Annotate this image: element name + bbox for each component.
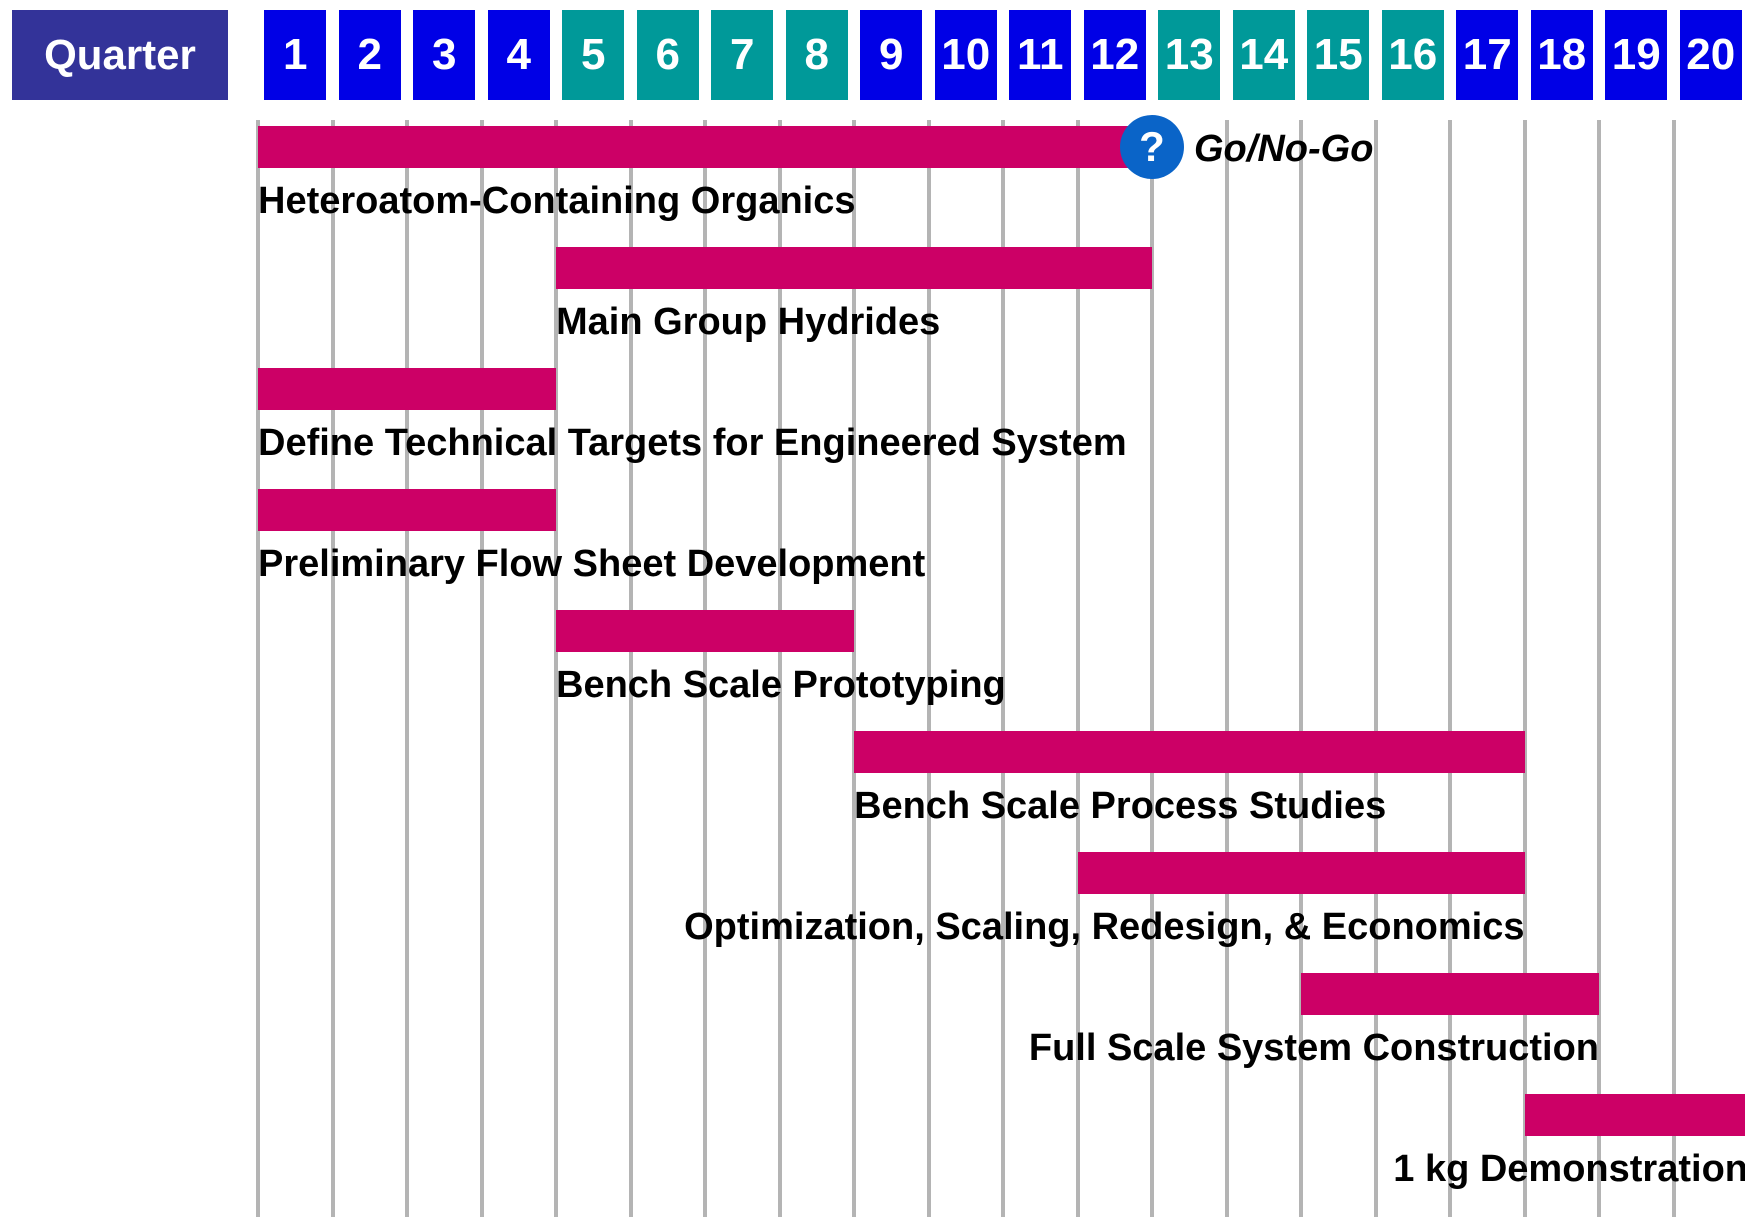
task-label: Bench Scale Prototyping (556, 664, 1006, 706)
quarter-cell-11: 11 (1009, 10, 1072, 100)
quarter-cell-5: 5 (562, 10, 625, 100)
task-label: Main Group Hydrides (556, 301, 941, 343)
task-label: 1 kg Demonstration (1393, 1148, 1745, 1190)
quarter-cell-10: 10 (934, 10, 997, 100)
quarter-cell-6: 6 (636, 10, 699, 100)
gridline (628, 120, 633, 1217)
task-label: Optimization, Scaling, Redesign, & Econo… (684, 906, 1525, 948)
task-label: Define Technical Targets for Engineered … (258, 422, 1127, 464)
gridline (1373, 120, 1378, 1217)
gridline (1224, 120, 1229, 1217)
quarter-cell-14: 14 (1232, 10, 1295, 100)
task-bar (854, 731, 1525, 773)
quarter-cell-3: 3 (413, 10, 476, 100)
quarter-cell-19: 19 (1605, 10, 1668, 100)
gridline (1671, 120, 1676, 1217)
task-bar (556, 247, 1152, 289)
quarter-header-label: Quarter (12, 10, 228, 100)
quarter-cell-9: 9 (860, 10, 923, 100)
task-label: Bench Scale Process Studies (854, 785, 1387, 827)
gridline (1150, 120, 1154, 1217)
quarter-cell-17: 17 (1456, 10, 1519, 100)
gridline (703, 120, 707, 1217)
task-bar (258, 126, 1152, 168)
gridline (554, 120, 558, 1217)
task-label: Heteroatom-Containing Organics (258, 180, 856, 222)
gridline (1448, 120, 1452, 1217)
task-bar (1301, 973, 1599, 1015)
quarter-cell-13: 13 (1158, 10, 1221, 100)
milestone-label: Go/No-Go (1194, 128, 1374, 170)
quarter-cell-2: 2 (338, 10, 401, 100)
gridline (1299, 120, 1303, 1217)
gridline (1001, 120, 1005, 1217)
quarter-cell-1: 1 (264, 10, 327, 100)
quarter-cell-15: 15 (1307, 10, 1370, 100)
quarter-cell-7: 7 (711, 10, 774, 100)
gridline (852, 120, 856, 1217)
milestone-question-icon: ? (1120, 115, 1184, 179)
gridline (405, 120, 409, 1217)
gridline (777, 120, 782, 1217)
task-bar (1524, 1094, 1745, 1136)
gridline (479, 120, 484, 1217)
quarter-cell-4: 4 (487, 10, 550, 100)
quarter-cell-16: 16 (1381, 10, 1444, 100)
gridline (1075, 120, 1080, 1217)
gridline (330, 120, 335, 1217)
gridline (1597, 120, 1601, 1217)
quarter-cell-20: 20 (1679, 10, 1742, 100)
task-bar (556, 610, 854, 652)
quarter-cell-18: 18 (1530, 10, 1593, 100)
gridline (256, 120, 260, 1217)
task-bar (258, 368, 556, 410)
quarter-cell-8: 8 (785, 10, 848, 100)
gridline (1522, 120, 1527, 1217)
task-label: Full Scale System Construction (1028, 1027, 1599, 1069)
task-bar (1077, 852, 1525, 894)
task-label: Preliminary Flow Sheet Development (258, 543, 926, 585)
task-bar (258, 489, 556, 531)
gridline (926, 120, 931, 1217)
quarter-cell-12: 12 (1083, 10, 1146, 100)
